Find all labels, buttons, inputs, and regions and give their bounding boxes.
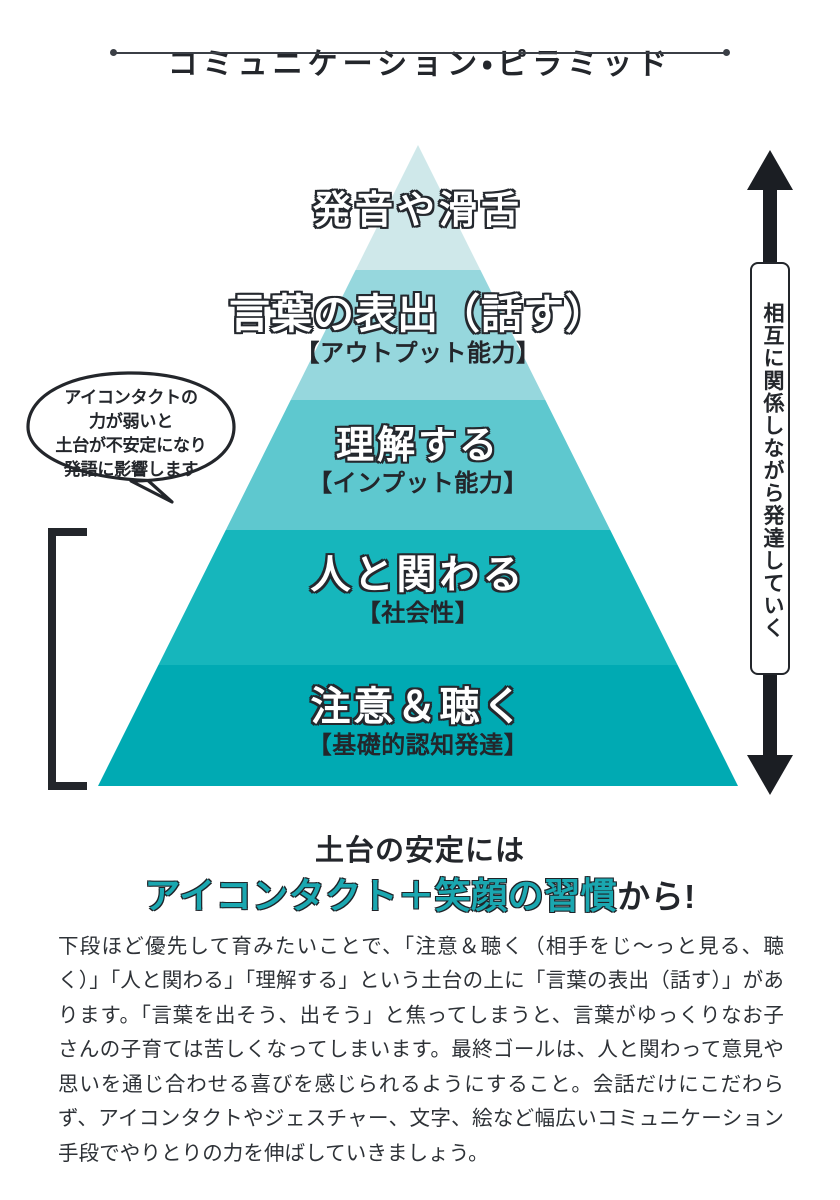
headline-line-2: アイコンタクト＋笑顔の習慣から! (0, 873, 840, 920)
callout-line-2: 力が弱いと (89, 412, 173, 432)
footer-headline: 土台の安定には アイコンタクト＋笑顔の習慣から! (0, 833, 840, 920)
arrow-label-text: 相互に関係しながら発達していく (761, 301, 784, 640)
rule-dot-left (110, 49, 117, 56)
rule-bar (114, 52, 726, 54)
callout-text: アイコンタクトの 力が弱いと 土台が不安定になり 発語に影響します (20, 386, 242, 483)
pyramid-shape (98, 145, 738, 786)
pyramid-band-1 (98, 145, 738, 270)
speech-bubble-shape (26, 371, 236, 504)
arrow-label-box: 相互に関係しながら発達していく (750, 262, 790, 675)
pyramid-band-5 (98, 665, 738, 786)
footer-body-text: 下段ほど優先して育みたいことで、「注意＆聴く（相手をじ〜っと見る、聴く）」「人と… (58, 935, 784, 1165)
title-underline-rule (110, 48, 730, 57)
callout-line-3: 土台が不安定になり (55, 436, 207, 456)
callout-speech-bubble: アイコンタクトの 力が弱いと 土台が不安定になり 発語に影響します (20, 370, 242, 505)
headline-accent-text: アイコンタクト＋笑顔の習慣 (144, 875, 618, 917)
headline-suffix-text: から! (617, 878, 696, 916)
headline-line-1: 土台の安定には (314, 835, 525, 867)
foundation-bracket-icon (48, 528, 87, 790)
callout-line-4: 発語に影響します (63, 460, 199, 480)
pyramid-band-4 (98, 530, 738, 665)
callout-line-1: アイコンタクトの (64, 388, 198, 407)
rule-dot-right (723, 49, 730, 56)
